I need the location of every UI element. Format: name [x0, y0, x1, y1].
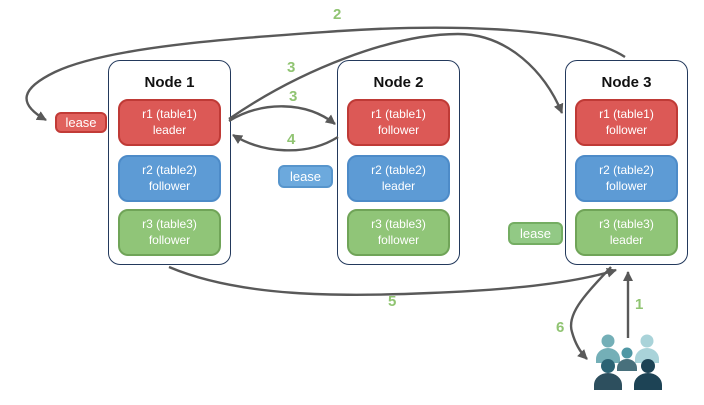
node-1: Node 1 r1 (table1) leader r2 (table2) fo… [108, 60, 231, 265]
node-3-title: Node 3 [601, 74, 652, 91]
step-label-5: 5 [388, 293, 397, 310]
node-2-replica-r3: r3 (table3) follower [347, 209, 450, 256]
user-back-left [596, 334, 620, 363]
replica-name: r3 (table3) [371, 217, 426, 232]
node-2-title: Node 2 [373, 74, 424, 91]
step-label-6: 6 [556, 319, 565, 336]
replica-role: follower [377, 232, 420, 247]
node-3: Node 3 r1 (table1) follower r2 (table2) … [565, 60, 688, 265]
step-label-3b: 3 [289, 88, 298, 105]
replica-name: r2 (table2) [599, 163, 654, 178]
node-1-replica-r1: r1 (table1) leader [118, 99, 221, 146]
replica-role: follower [605, 178, 648, 193]
step-label-3a: 3 [287, 59, 296, 76]
replica-name: r1 (table1) [371, 107, 426, 122]
lease-label: lease [289, 169, 322, 184]
users-group-icon [594, 334, 662, 390]
lease-chip-table1: lease [55, 112, 107, 133]
replica-role: leader [152, 122, 187, 137]
node-1-replica-r2: r2 (table2) follower [118, 155, 221, 202]
user-front-left [594, 359, 622, 390]
user-back-right [635, 334, 659, 363]
arrow-step-5-node1-to-node3 [168, 265, 617, 297]
node-3-replica-r2: r2 (table2) follower [575, 155, 678, 202]
replica-role: follower [148, 232, 191, 247]
node-3-replica-r3: r3 (table3) leader [575, 209, 678, 256]
node-1-replica-r3: r3 (table3) follower [118, 209, 221, 256]
node-2-replica-r2: r2 (table2) leader [347, 155, 450, 202]
replica-role: follower [605, 122, 648, 137]
replica-name: r2 (table2) [371, 163, 426, 178]
step-label-2: 2 [333, 6, 342, 23]
replica-name: r1 (table1) [599, 107, 654, 122]
lease-chip-table3: lease [508, 222, 563, 245]
node-2-replica-r1: r1 (table1) follower [347, 99, 450, 146]
node-3-replica-r1: r1 (table1) follower [575, 99, 678, 146]
lease-label: lease [519, 226, 552, 241]
node-1-title: Node 1 [144, 74, 195, 91]
step-label-1: 1 [635, 296, 644, 313]
replica-name: r3 (table3) [599, 217, 654, 232]
replica-name: r2 (table2) [142, 163, 197, 178]
replica-role: leader [609, 232, 644, 247]
lease-label: lease [65, 115, 97, 130]
arrow-step-4-ack-to-leader [232, 133, 339, 152]
replica-name: r3 (table3) [142, 217, 197, 232]
node-2: Node 2 r1 (table1) follower r2 (table2) … [337, 60, 460, 265]
step-label-4: 4 [287, 131, 296, 148]
arrow-step-3-leader-to-node2 [228, 105, 336, 125]
lease-chip-table2: lease [278, 165, 333, 188]
user-middle [617, 347, 637, 371]
replica-role: leader [381, 178, 416, 193]
replica-name: r1 (table1) [142, 107, 197, 122]
replica-role: follower [148, 178, 191, 193]
user-front-right [634, 359, 662, 390]
replica-role: follower [377, 122, 420, 137]
